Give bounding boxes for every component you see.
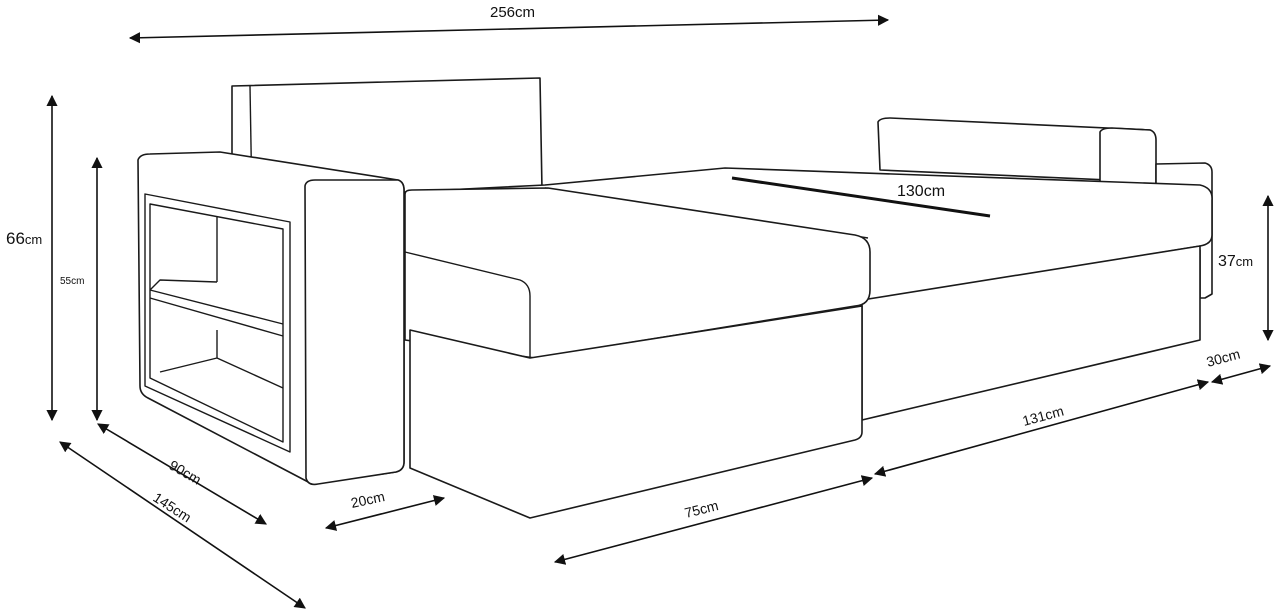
seat-height-unit: cm <box>1236 254 1253 269</box>
arm-width-label: 20cm <box>349 488 386 511</box>
bed-length-line <box>731 176 991 218</box>
armrest-front-face <box>304 179 405 486</box>
arm-width-arrow <box>324 495 446 531</box>
back-height-unit: cm <box>25 232 42 247</box>
depth-total-arrow <box>59 441 306 609</box>
seat-height-label: 37cm <box>1218 253 1253 270</box>
arm-height-label: 55cm <box>60 276 84 287</box>
back-height-value: 66 <box>6 229 25 248</box>
depth-seat-label: 90cm <box>167 457 205 488</box>
left-base <box>409 305 863 519</box>
total-width-label: 256cm <box>490 4 535 21</box>
bed-width-label: 131cm <box>1021 403 1066 429</box>
dimension-lines <box>46 14 1274 609</box>
seat-depth-arrow <box>553 475 874 565</box>
bed-width-arrow <box>873 379 1210 477</box>
sofa-outline <box>137 77 1213 519</box>
total-width-arrow <box>128 14 890 44</box>
right-arm-width-label: 30cm <box>1205 346 1242 370</box>
right-armrest-top <box>1099 127 1157 187</box>
seat-height-value: 37 <box>1218 253 1236 270</box>
right-arm-width-arrow <box>1210 363 1272 385</box>
seat-depth-label: 75cm <box>683 497 720 521</box>
bed-length-label: 130cm <box>897 183 945 200</box>
left-seat-cushion <box>404 187 871 359</box>
back-height-label: 66cm <box>6 229 42 248</box>
